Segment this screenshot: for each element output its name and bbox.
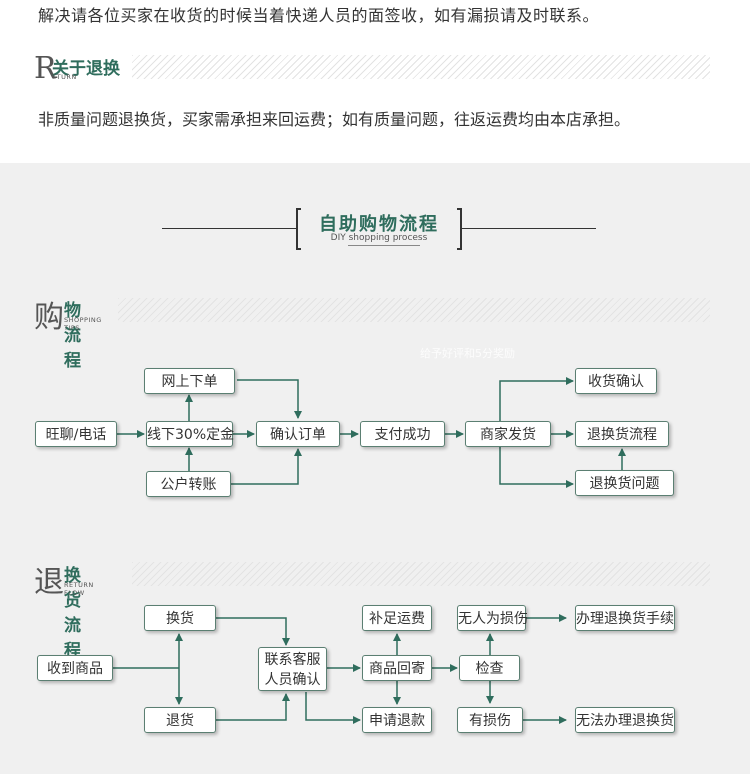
- main-title-underline: [348, 245, 420, 246]
- title-bracket-left: [296, 208, 301, 250]
- arrow-exchange-to-contact: [216, 617, 290, 646]
- watermark-text: 给予好评和5分奖励: [420, 347, 515, 360]
- return-big-letter: R: [34, 51, 57, 86]
- node-return-issue: 退换货问题: [575, 470, 674, 496]
- intro-text: 解决请各位买家在收货的时候当着快递人员的面签收，如有漏损请及时联系。: [38, 6, 600, 25]
- return-title-en: ETURN: [52, 73, 77, 81]
- arrow-refund-to-contact: [216, 693, 290, 721]
- node-online-order: 网上下单: [144, 368, 235, 394]
- main-title-cn: 自助购物流程: [319, 214, 439, 235]
- shopping-title-cn: 物流程: [64, 301, 81, 371]
- node-pay-shipping: 补足运费: [362, 605, 432, 631]
- main-title-box: 自助购物流程 DIY shopping process: [296, 208, 462, 250]
- shopping-big-char: 购: [34, 300, 64, 335]
- arrow-online-to-confirm: [237, 379, 302, 419]
- return-flow-big-char: 退: [34, 565, 64, 600]
- node-receive-goods: 收到商品: [37, 655, 113, 681]
- node-has-damage: 有损伤: [457, 707, 523, 733]
- arrow-ship-to-receipt: [499, 377, 574, 421]
- shopping-title-en: SHOPPING TIPS: [64, 316, 102, 332]
- node-contact-service: 联系客服人员确认: [258, 647, 327, 691]
- node-no-damage: 无人为损伤: [457, 605, 528, 631]
- return-section-header: R 关于退换 ETURN: [34, 51, 714, 86]
- node-cannot-exchange: 无法办理退换货: [575, 707, 675, 733]
- arrow-contact-to-apply-refund: [305, 692, 361, 724]
- node-refund-goods: 退货: [144, 707, 216, 733]
- title-bracket-right: [457, 208, 462, 250]
- node-confirm-order: 确认订单: [256, 421, 340, 447]
- node-merchant-ship: 商家发货: [465, 421, 551, 447]
- node-offline-deposit: 线下30%定金: [146, 421, 234, 447]
- node-handle-exchange: 办理退换货手续: [575, 605, 675, 631]
- shopping-header-hatch: [118, 298, 710, 322]
- node-payment-success: 支付成功: [360, 421, 445, 447]
- node-exchange: 换货: [144, 605, 216, 631]
- main-title-en: DIY shopping process: [330, 233, 428, 243]
- node-receipt-confirm: 收货确认: [575, 368, 657, 394]
- return-title-cn: 关于退换: [52, 59, 120, 79]
- arrow-ship-to-return-issue: [499, 447, 574, 488]
- return-flow-header-hatch: [132, 562, 710, 586]
- return-flow-title-en: RETURN FLOW: [64, 581, 94, 597]
- arrow-transfer-to-confirm: [231, 448, 302, 485]
- return-policy-text: 非质量问题退换货，买家需承担来回运费；如有质量问题，往返运费均由本店承担。: [38, 110, 631, 129]
- title-line-right: [462, 228, 596, 229]
- node-goods-return: 商品回寄: [362, 655, 432, 681]
- node-chat-phone: 旺聊/电话: [35, 421, 117, 447]
- node-apply-refund: 申请退款: [362, 707, 432, 733]
- node-inspect: 检查: [459, 655, 520, 681]
- return-header-hatch: [132, 55, 710, 79]
- node-public-transfer: 公户转账: [146, 471, 231, 497]
- title-line-left: [162, 228, 296, 229]
- node-return-process: 退换货流程: [575, 421, 669, 447]
